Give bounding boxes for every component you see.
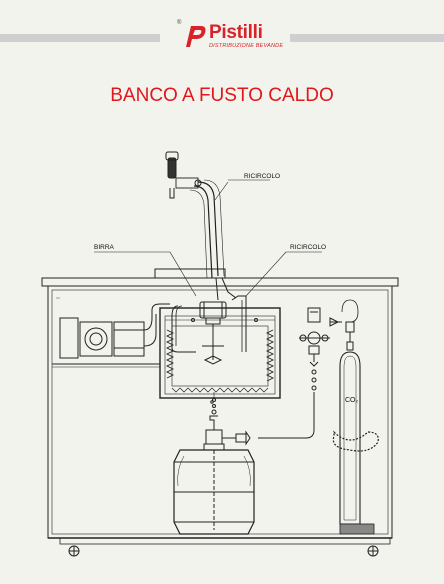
beer-tap <box>165 151 202 199</box>
label-ricircolo-top: RICIRCOLO <box>244 173 280 180</box>
gas-valve <box>329 317 342 327</box>
coil-right <box>265 329 275 382</box>
compressor-unit <box>59 303 170 359</box>
pressure-regulator <box>299 307 330 391</box>
counter-top <box>41 277 399 287</box>
brand-logo: ® Pistilli DISTRIBUZIONE BEVANDE <box>177 20 287 52</box>
cylinder-chain <box>332 430 379 452</box>
coil-left <box>165 329 175 379</box>
co2-cylinder <box>339 341 361 525</box>
recirc-pipe <box>231 295 247 352</box>
coil-bottom <box>171 387 269 393</box>
beer-keg <box>173 443 255 535</box>
gas-coil <box>341 299 359 323</box>
label-birra: BIRRA <box>94 244 115 251</box>
keg-coupler <box>205 398 251 446</box>
counter-plate <box>154 268 226 279</box>
brand-tagline: DISTRIBUZIONE BEVANDE <box>209 43 284 49</box>
birra-leader <box>94 251 197 297</box>
brand-name: Pistilli <box>209 22 263 43</box>
pistilli-logo-icon <box>186 26 206 47</box>
label-ricircolo-side: RICIRCOLO <box>290 244 326 251</box>
label-co2: CO₂ <box>345 397 359 404</box>
page-title: BANCO A FUSTO CALDO <box>110 85 334 106</box>
registered-mark: ® <box>177 20 182 26</box>
cylinder-base <box>339 523 375 535</box>
gas-line <box>258 392 315 439</box>
beer-coil-pipe <box>171 305 196 353</box>
header-bar-left <box>0 34 160 42</box>
cabinet-inner-wall <box>51 289 389 535</box>
header-bar-right <box>290 34 444 42</box>
agitator-pump <box>199 301 227 365</box>
